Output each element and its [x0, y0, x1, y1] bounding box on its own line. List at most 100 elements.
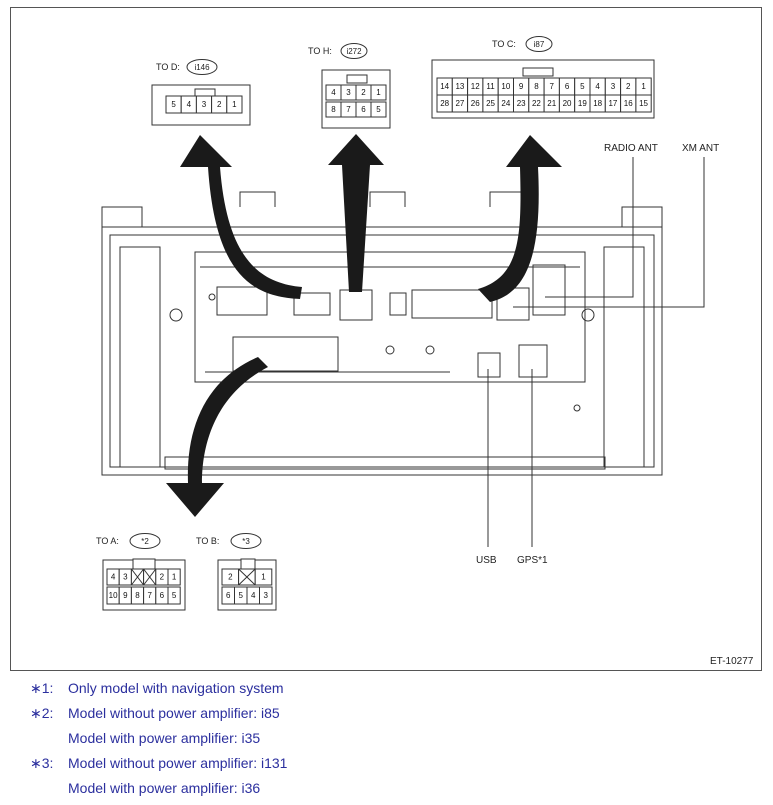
pin-number: 26 — [471, 99, 480, 108]
pin-number: 6 — [361, 105, 366, 114]
pin-cell — [254, 568, 273, 586]
footnotes: ∗1:Only model with navigation system ∗2:… — [30, 678, 287, 803]
pin-cell — [370, 84, 387, 101]
pin-number: 27 — [455, 99, 464, 108]
pin-number: 2 — [361, 88, 366, 97]
pin-number: 5 — [171, 100, 176, 109]
pin-number: 4 — [331, 88, 336, 97]
pin-number: 16 — [624, 99, 633, 108]
pin-number: 7 — [346, 105, 351, 114]
connector-b-code: *3 — [242, 537, 250, 546]
pin-number: 4 — [111, 573, 116, 582]
lead-lines — [487, 157, 705, 547]
pin-number: 2 — [160, 573, 165, 582]
connector-d-code: i146 — [194, 63, 210, 72]
pin-number: 3 — [264, 591, 269, 600]
pin-number: 7 — [550, 82, 555, 91]
figure-id: ET-10277 — [710, 656, 754, 667]
pin-number: 8 — [135, 591, 140, 600]
connector-c-label: TO C: — [492, 39, 516, 49]
pin-number: 9 — [123, 591, 128, 600]
pin-number: 1 — [641, 82, 646, 91]
blank-pin-cross — [238, 568, 256, 586]
pin-number: 2 — [217, 100, 222, 109]
pin-number: 2 — [228, 573, 233, 582]
pin-number: 6 — [160, 591, 165, 600]
pin-cell — [259, 586, 273, 605]
pin-number: 7 — [147, 591, 152, 600]
arrow-to-c — [478, 135, 562, 302]
pin-number: 4 — [251, 591, 256, 600]
pin-number: 23 — [517, 99, 526, 108]
pin-number: 4 — [595, 82, 600, 91]
pin-number: 1 — [376, 88, 381, 97]
pin-number: 20 — [563, 99, 572, 108]
connector-b-label: TO B: — [196, 536, 219, 546]
pin-number: 5 — [580, 82, 585, 91]
pin-number: 28 — [440, 99, 449, 108]
head-unit-chassis — [101, 191, 663, 476]
pin-number: 17 — [608, 99, 617, 108]
connector-d-pins: 5 4 3 2 1 — [165, 95, 243, 114]
blank-pin-cross — [131, 568, 144, 586]
arrow-to-d — [180, 135, 302, 299]
footnote: ∗2:Model without power amplifier: i85 — [30, 705, 280, 721]
footnote: Model with power amplifier: i35 — [68, 730, 261, 746]
connector-a-label: TO A: — [96, 536, 119, 546]
gps-label: GPS*1 — [517, 555, 548, 566]
pin-number: 21 — [547, 99, 556, 108]
pin-cell — [226, 95, 243, 114]
pin-cell — [370, 101, 387, 118]
pin-number: 6 — [226, 591, 231, 600]
connector-c-code: i87 — [534, 40, 545, 49]
connector-arrows — [166, 134, 562, 517]
blank-pin-cross — [143, 568, 157, 586]
footnote: Model with power amplifier: i36 — [68, 780, 261, 796]
connector-a-code: *2 — [141, 537, 149, 546]
connector-d-label: TO D: — [156, 62, 180, 72]
pin-number: 1 — [232, 100, 237, 109]
pin-number: 22 — [532, 99, 541, 108]
connector-h-label: TO H: — [308, 46, 332, 56]
pin-number: 13 — [455, 82, 464, 91]
pin-number: 2 — [626, 82, 631, 91]
pin-number: 3 — [611, 82, 616, 91]
pin-number: 8 — [331, 105, 336, 114]
pin-number: 5 — [239, 591, 244, 600]
xm-ant-label: XM ANT — [682, 143, 719, 154]
pin-cell — [167, 568, 181, 586]
pin-number: 5 — [376, 105, 381, 114]
pin-cell — [167, 586, 181, 605]
footnote: ∗3:Model without power amplifier: i131 — [30, 755, 288, 771]
pin-cell — [635, 94, 652, 113]
pin-number: 4 — [187, 100, 192, 109]
pin-number: 24 — [501, 99, 510, 108]
connector-h: TO H: i272 4 3 2 1 8 7 6 5 — [308, 43, 391, 129]
pin-number: 6 — [565, 82, 570, 91]
pin-number: 10 — [109, 591, 118, 600]
usb-label: USB — [476, 555, 497, 566]
connector-h-pins: 4 3 2 1 8 7 6 5 — [325, 84, 387, 118]
arrow-to-a — [166, 357, 268, 517]
pin-number: 8 — [534, 82, 539, 91]
connector-h-code: i272 — [346, 47, 362, 56]
pin-number: 12 — [471, 82, 480, 91]
pin-number: 25 — [486, 99, 495, 108]
pin-number: 19 — [578, 99, 587, 108]
pin-number: 9 — [519, 82, 524, 91]
pin-number: 10 — [501, 82, 510, 91]
pin-number: 3 — [202, 100, 207, 109]
pin-number: 1 — [261, 573, 266, 582]
pin-number: 11 — [486, 82, 495, 91]
connector-d: TO D: i146 5 4 3 2 1 — [151, 59, 251, 126]
radio-ant-label: RADIO ANT — [604, 143, 658, 154]
pin-number: 15 — [639, 99, 648, 108]
pin-number: 18 — [593, 99, 602, 108]
pin-number: 3 — [346, 88, 351, 97]
